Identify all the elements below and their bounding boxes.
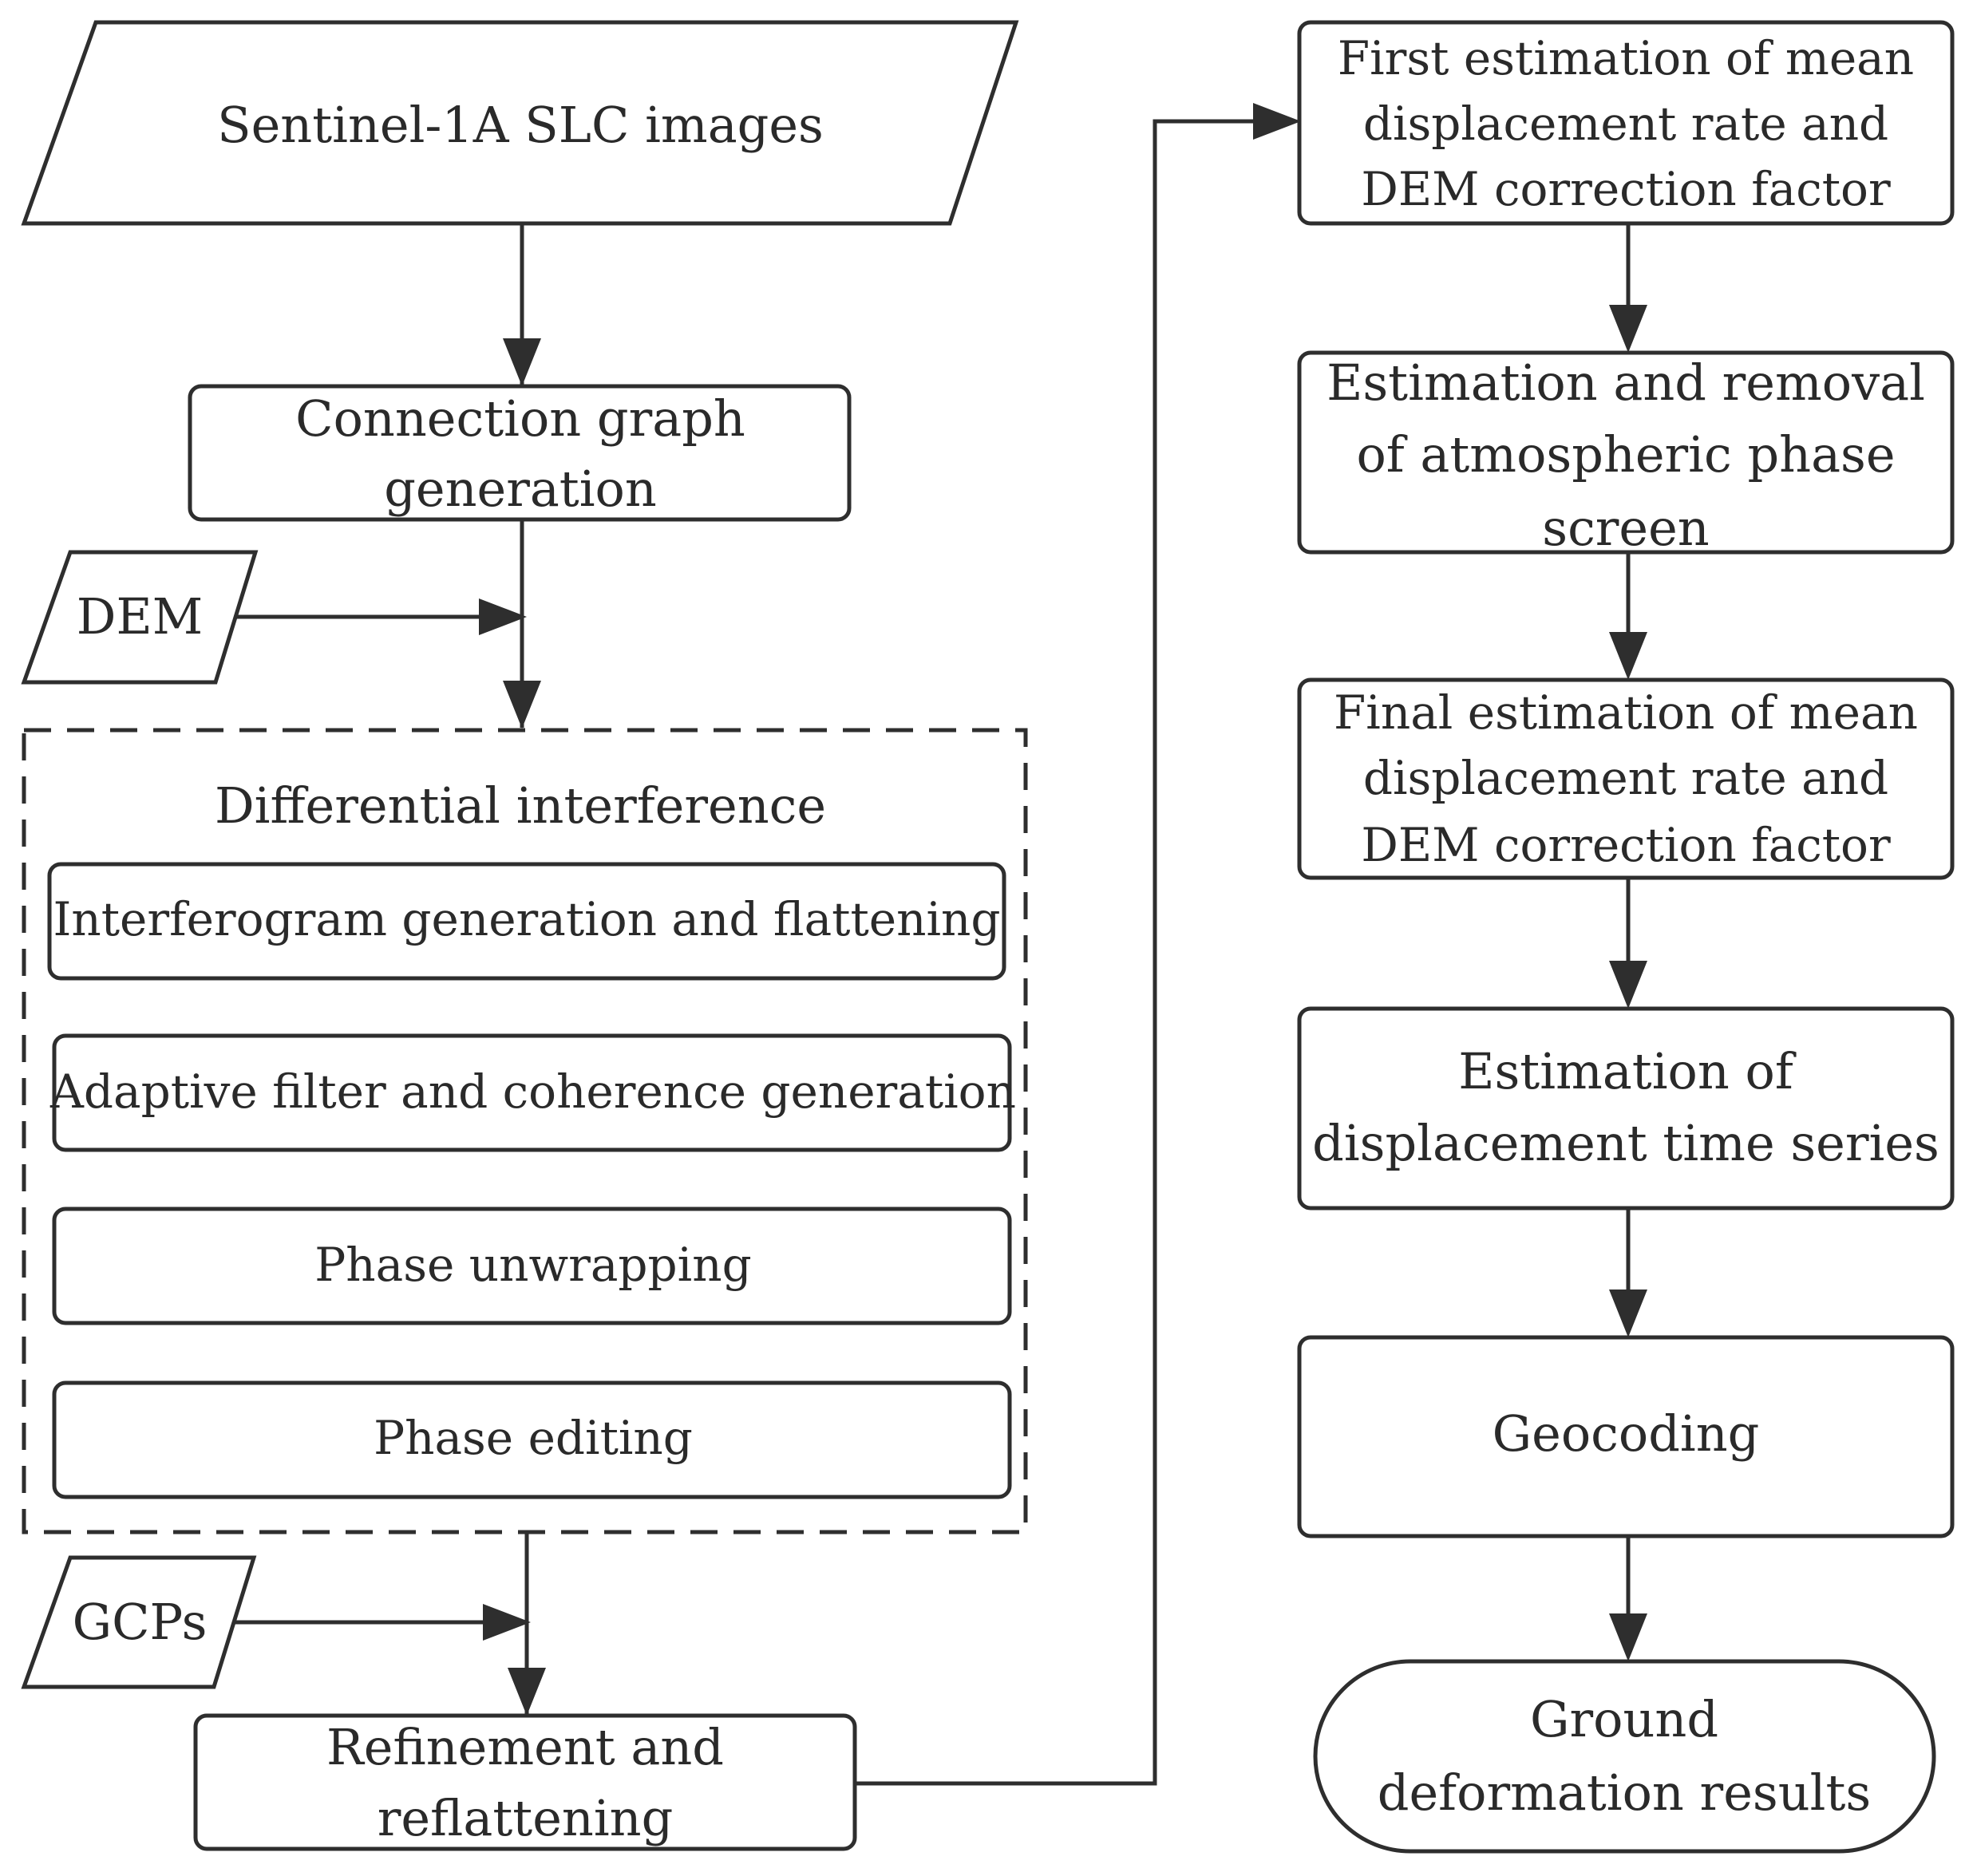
arrowhead-geocoding (1609, 1290, 1647, 1337)
arrowhead-connection (503, 338, 541, 386)
gcps-label: GCPs (73, 1593, 208, 1651)
gcps-parallelogram (21, 1555, 257, 1689)
refine-label-line-1: Refinement and (326, 1718, 724, 1776)
arrowhead-final-est (1609, 632, 1647, 680)
first-est-box (1297, 20, 1955, 226)
arrowhead-gcps (483, 1604, 531, 1641)
node-gcps: GCPs (21, 1555, 257, 1689)
refine-box (193, 1713, 857, 1851)
dem-parallelogram (21, 550, 259, 685)
atmos-box (1297, 350, 1955, 555)
final-est-label-line-3: DEM correction factor (1361, 818, 1891, 872)
geocoding-box (1297, 1335, 1955, 1538)
node-results: Ground deformation results (1313, 1659, 1936, 1854)
atmos-label-line-2: of atmospheric phase (1356, 425, 1895, 484)
arrowhead-dem (479, 598, 527, 635)
node-refine: Refinement and reflattening (193, 1713, 857, 1851)
dem-label: DEM (77, 587, 203, 646)
interferogram-box (47, 862, 1006, 981)
diff-group-dashed-border (22, 728, 1028, 1534)
atmos-label-line-3: screen (1542, 499, 1710, 557)
arrowhead-first-est (1253, 103, 1301, 140)
time-series-box (1297, 1006, 1955, 1211)
final-est-label-line-1: Final estimation of mean (1334, 685, 1918, 740)
node-dem: DEM (21, 550, 259, 685)
results-label-line-2: deformation results (1378, 1763, 1871, 1822)
sentinel-parallelogram (21, 20, 1019, 226)
arrowhead-atmos (1609, 305, 1647, 353)
node-connection: Connection graph generation (188, 384, 852, 522)
arrowhead-refine (508, 1668, 546, 1716)
arrowhead-time-series (1609, 961, 1647, 1009)
connection-box (188, 384, 852, 522)
final-est-label-line-2: displacement rate and (1363, 751, 1888, 805)
results-label-line-1: Ground (1530, 1690, 1718, 1748)
connection-label-line-2: generation (384, 460, 657, 518)
adaptive-label: Adaptive filter and coherence generation (49, 1064, 1016, 1119)
connection-label-line-1: Connection graph (295, 389, 745, 448)
final-est-box (1297, 677, 1955, 880)
adaptive-box (52, 1033, 1012, 1152)
arrowhead-diff-group (503, 681, 541, 729)
node-first-est: First estimation of mean displacement ra… (1297, 20, 1955, 226)
editing-label: Phase editing (374, 1411, 693, 1465)
time-series-label-line-2: displacement time series (1312, 1114, 1939, 1172)
atmos-label-line-1: Estimation and removal (1327, 353, 1925, 412)
node-sentinel: Sentinel-1A SLC images (21, 20, 1019, 226)
node-final-est: Final estimation of mean displacement ra… (1297, 677, 1955, 880)
time-series-label-line-1: Estimation of (1458, 1042, 1797, 1100)
editing-box (52, 1380, 1012, 1499)
first-est-label-line-1: First estimation of mean (1338, 31, 1914, 85)
diff-group-title: Differential interference (215, 776, 826, 835)
geocoding-label: Geocoding (1493, 1404, 1760, 1463)
unwrap-label: Phase unwrapping (314, 1238, 751, 1292)
results-terminator (1313, 1659, 1936, 1854)
sentinel-label: Sentinel-1A SLC images (217, 96, 824, 154)
first-est-label-line-3: DEM correction factor (1361, 162, 1891, 216)
arrowhead-results (1609, 1613, 1647, 1661)
node-geocoding: Geocoding (1297, 1335, 1955, 1538)
unwrap-box (52, 1207, 1012, 1325)
edge-refine-to-first-est (856, 119, 1253, 1786)
node-time-series: Estimation of displacement time series (1297, 1006, 1955, 1211)
group-differential-interference: Differential interference Interferogram … (22, 728, 1028, 1534)
interferogram-label: Interferogram generation and flattening (53, 892, 1000, 946)
edges (231, 103, 1647, 1786)
node-atmos: Estimation and removal of atmospheric ph… (1297, 350, 1955, 557)
first-est-label-line-2: displacement rate and (1363, 97, 1888, 151)
refine-label-line-2: reflattening (378, 1789, 674, 1847)
